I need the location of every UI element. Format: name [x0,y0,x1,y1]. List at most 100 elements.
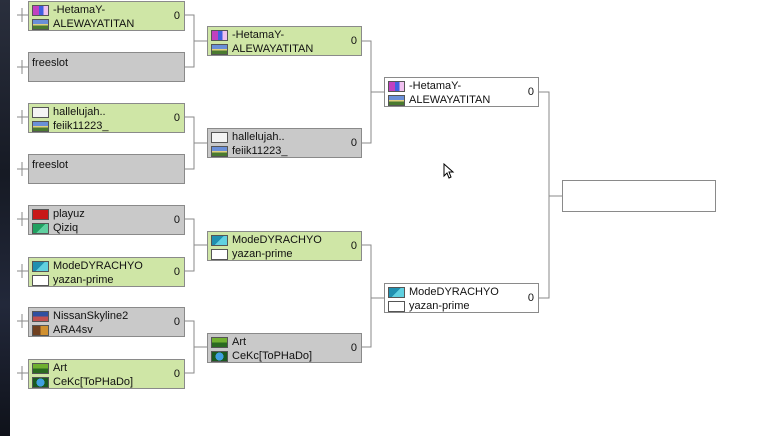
player-name: ALEWAYATITAN [232,43,314,55]
player-name: NissanSkyline2 [53,310,129,322]
player-name: -HetamaY- [409,80,462,92]
player-name: yazan-prime [409,300,470,312]
freeslot-label: freeslot [32,57,69,69]
match-score: 0 [350,240,357,252]
player-name: yazan-prime [232,248,293,260]
player-row: ModeDYRACHYO [32,259,143,273]
player-row: hallelujah.. [32,105,106,119]
player-row: Art [32,361,67,375]
player-name: ModeDYRACHYO [232,234,322,246]
player-name: feiik11223_ [53,120,109,132]
player-row: yazan-prime [388,299,470,313]
player-name: ARA4sv [53,324,93,336]
player-name: ModeDYRACHYO [409,286,499,298]
player-row: feiik11223_ [211,144,287,158]
pink-flag-icon [211,29,228,41]
player-row: ARA4sv [32,323,93,337]
match-score: 0 [173,316,180,328]
player-row: yazan-prime [211,247,293,261]
globe-flag-icon [211,350,228,362]
match-r2-2[interactable]: hallelujah.. feiik11223_ 0 [207,128,362,158]
match-score: 0 [527,86,534,98]
barbell-flag-icon [32,106,49,118]
player-row: Art [211,335,246,349]
cyan-flag-icon [32,260,49,272]
white-flag-icon [388,300,405,312]
player-name: hallelujah.. [232,131,285,143]
landscape-flag-icon [32,120,49,132]
player-name: -HetamaY- [53,4,106,16]
match-r1-4[interactable]: freeslot [28,154,185,184]
landscape-flag-icon [211,145,228,157]
barbell-flag-icon [211,131,228,143]
player-name: Art [232,336,247,348]
player-row: -HetamaY- [211,28,284,42]
dusk-flag-icon [32,310,49,322]
player-name: ModeDYRACHYO [53,260,143,272]
player-row: NissanSkyline2 [32,309,128,323]
pink-flag-icon [388,80,405,92]
match-score: 0 [173,214,180,226]
player-row: ALEWAYATITAN [211,42,313,56]
match-r3-2[interactable]: ModeDYRACHYO yazan-prime 0 [384,283,539,313]
brown-flag-icon [32,324,49,336]
match-score: 0 [173,112,180,124]
player-row: Qiziq [32,221,78,235]
match-score: 0 [350,35,357,47]
player-name: playuz [53,208,85,220]
player-name: ALEWAYATITAN [53,18,135,30]
match-score: 0 [350,137,357,149]
white-flag-icon [211,248,228,260]
match-r1-6[interactable]: ModeDYRACHYO yazan-prime 0 [28,257,185,287]
white-flag-icon [32,274,49,286]
hammer-sickle-flag-icon [32,208,49,220]
freeslot-label: freeslot [32,159,69,171]
background-strip [0,0,10,436]
match-r2-4[interactable]: Art CeKc[ToPHaDo] 0 [207,333,362,363]
landscape-flag-icon [211,43,228,55]
player-row: feiik11223_ [32,119,108,133]
player-name: feiik11223_ [232,145,288,157]
globe-flag-icon [32,376,49,388]
player-name: yazan-prime [53,274,114,286]
player-row: CeKc[ToPHaDo] [211,349,312,363]
match-r1-5[interactable]: playuz Qiziq 0 [28,205,185,235]
green-flag-icon [32,362,49,374]
player-row: ModeDYRACHYO [388,285,499,299]
match-score: 0 [173,10,180,22]
player-row: ModeDYRACHYO [211,233,322,247]
player-row: yazan-prime [32,273,114,287]
player-row: -HetamaY- [388,79,461,93]
player-row: ALEWAYATITAN [32,17,134,31]
match-r1-7[interactable]: NissanSkyline2 ARA4sv 0 [28,307,185,337]
match-score: 0 [173,266,180,278]
match-score: 0 [527,292,534,304]
green-flag-icon [211,336,228,348]
match-r3-1[interactable]: -HetamaY- ALEWAYATITAN 0 [384,77,539,107]
match-r2-1[interactable]: -HetamaY- ALEWAYATITAN 0 [207,26,362,56]
player-row: CeKc[ToPHaDo] [32,375,133,389]
player-name: -HetamaY- [232,29,285,41]
landscape-flag-icon [388,94,405,106]
match-r1-3[interactable]: hallelujah.. feiik11223_ 0 [28,103,185,133]
pink-flag-icon [32,4,49,16]
player-name: CeKc[ToPHaDo] [232,350,313,362]
player-name: hallelujah.. [53,106,106,118]
match-r2-3[interactable]: ModeDYRACHYO yazan-prime 0 [207,231,362,261]
player-row: playuz [32,207,85,221]
match-r1-1[interactable]: -HetamaY- ALEWAYATITAN 0 [28,1,185,31]
match-score: 0 [173,368,180,380]
match-r1-2[interactable]: freeslot [28,52,185,82]
player-row: -HetamaY- [32,3,105,17]
landscape-flag-icon [32,18,49,30]
player-name: Art [53,362,68,374]
match-score: 0 [350,342,357,354]
player-name: ALEWAYATITAN [409,94,491,106]
final-match-slot[interactable] [562,180,716,212]
mouse-cursor-icon [443,163,455,179]
player-row: ALEWAYATITAN [388,93,490,107]
teal-flag-icon [32,222,49,234]
match-r1-8[interactable]: Art CeKc[ToPHaDo] 0 [28,359,185,389]
player-name: CeKc[ToPHaDo] [53,376,134,388]
